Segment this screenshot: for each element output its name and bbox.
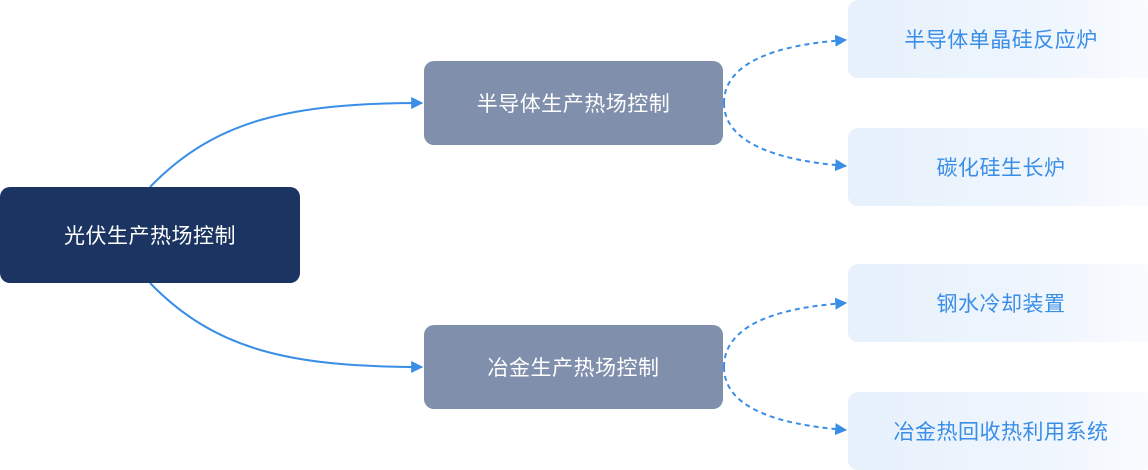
connector-semiconductor-to-sic-furnace (723, 102, 848, 172)
connector-root-to-metallurgy (149, 282, 424, 373)
branch-node-label: 半导体生产热场控制 (476, 92, 671, 116)
leaf-node-label: 碳化硅生长炉 (936, 156, 1066, 180)
leaf-node-label: 钢水冷却装置 (936, 292, 1066, 316)
branch-node-semiconductor[interactable]: 半导体生产热场控制 (424, 61, 723, 145)
branch-node-label: 冶金生产热场控制 (487, 356, 660, 380)
leaf-node-steel-cooling[interactable]: 钢水冷却装置 (848, 264, 1148, 342)
connector-root-to-semiconductor (149, 97, 424, 188)
leaf-node-monocrystal-reactor[interactable]: 半导体单晶硅反应炉 (848, 0, 1148, 78)
connector-metallurgy-to-heat-recovery (723, 366, 848, 436)
connector-metallurgy-to-steel-cooling (723, 297, 848, 368)
connector-semiconductor-to-reactor (723, 34, 848, 104)
leaf-node-label: 半导体单晶硅反应炉 (904, 28, 1098, 52)
leaf-node-sic-furnace[interactable]: 碳化硅生长炉 (848, 128, 1148, 206)
root-node-label: 光伏生产热场控制 (64, 224, 236, 248)
root-node[interactable]: 光伏生产热场控制 (0, 187, 300, 283)
branch-node-metallurgy[interactable]: 冶金生产热场控制 (424, 325, 723, 409)
leaf-node-label: 冶金热回收热利用系统 (893, 420, 1109, 444)
leaf-node-heat-recovery[interactable]: 冶金热回收热利用系统 (848, 392, 1148, 470)
